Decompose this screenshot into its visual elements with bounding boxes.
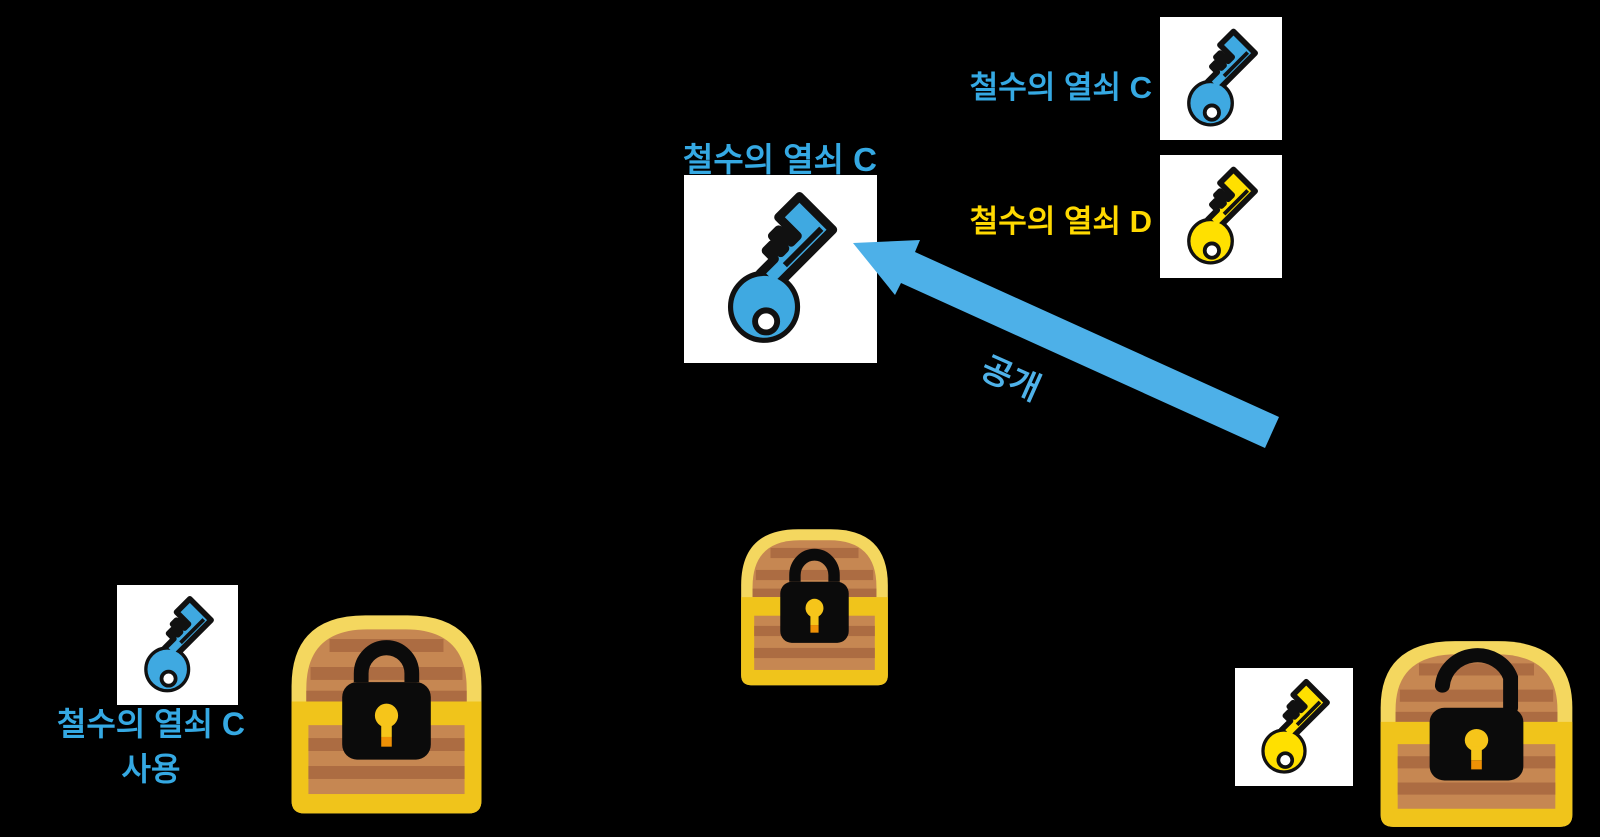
yellow-key-icon: [1164, 159, 1279, 275]
use-key-box: [117, 585, 238, 705]
unlock-key-box: [1235, 668, 1353, 786]
legend-key-d-label: 철수의 열쇠 D: [969, 204, 1152, 239]
legend-key-d-box: [1160, 155, 1282, 278]
public-key-label: 철수의 열쇠 C: [683, 141, 877, 178]
yellow-key-icon: [1239, 672, 1350, 783]
use-key-caption-line1: 철수의 열쇠 C: [56, 706, 246, 742]
treasure-chest-unlocked-icon: [1370, 623, 1583, 835]
treasure-chest-locked-icon: [733, 514, 896, 692]
blue-key-icon: [690, 181, 871, 358]
public-key-box: [684, 175, 877, 363]
use-key-caption-line2: 사용: [121, 751, 181, 787]
blue-key-icon: [121, 589, 235, 702]
use-key-caption: 철수의 열쇠 C 사용: [20, 702, 282, 792]
publish-label: 공개: [975, 349, 1047, 408]
treasure-chest-locked-icon: [281, 596, 492, 822]
legend-key-c-box: [1160, 17, 1282, 140]
legend-key-c-label: 철수의 열쇠 C: [969, 70, 1152, 105]
blue-key-icon: [1164, 21, 1279, 137]
